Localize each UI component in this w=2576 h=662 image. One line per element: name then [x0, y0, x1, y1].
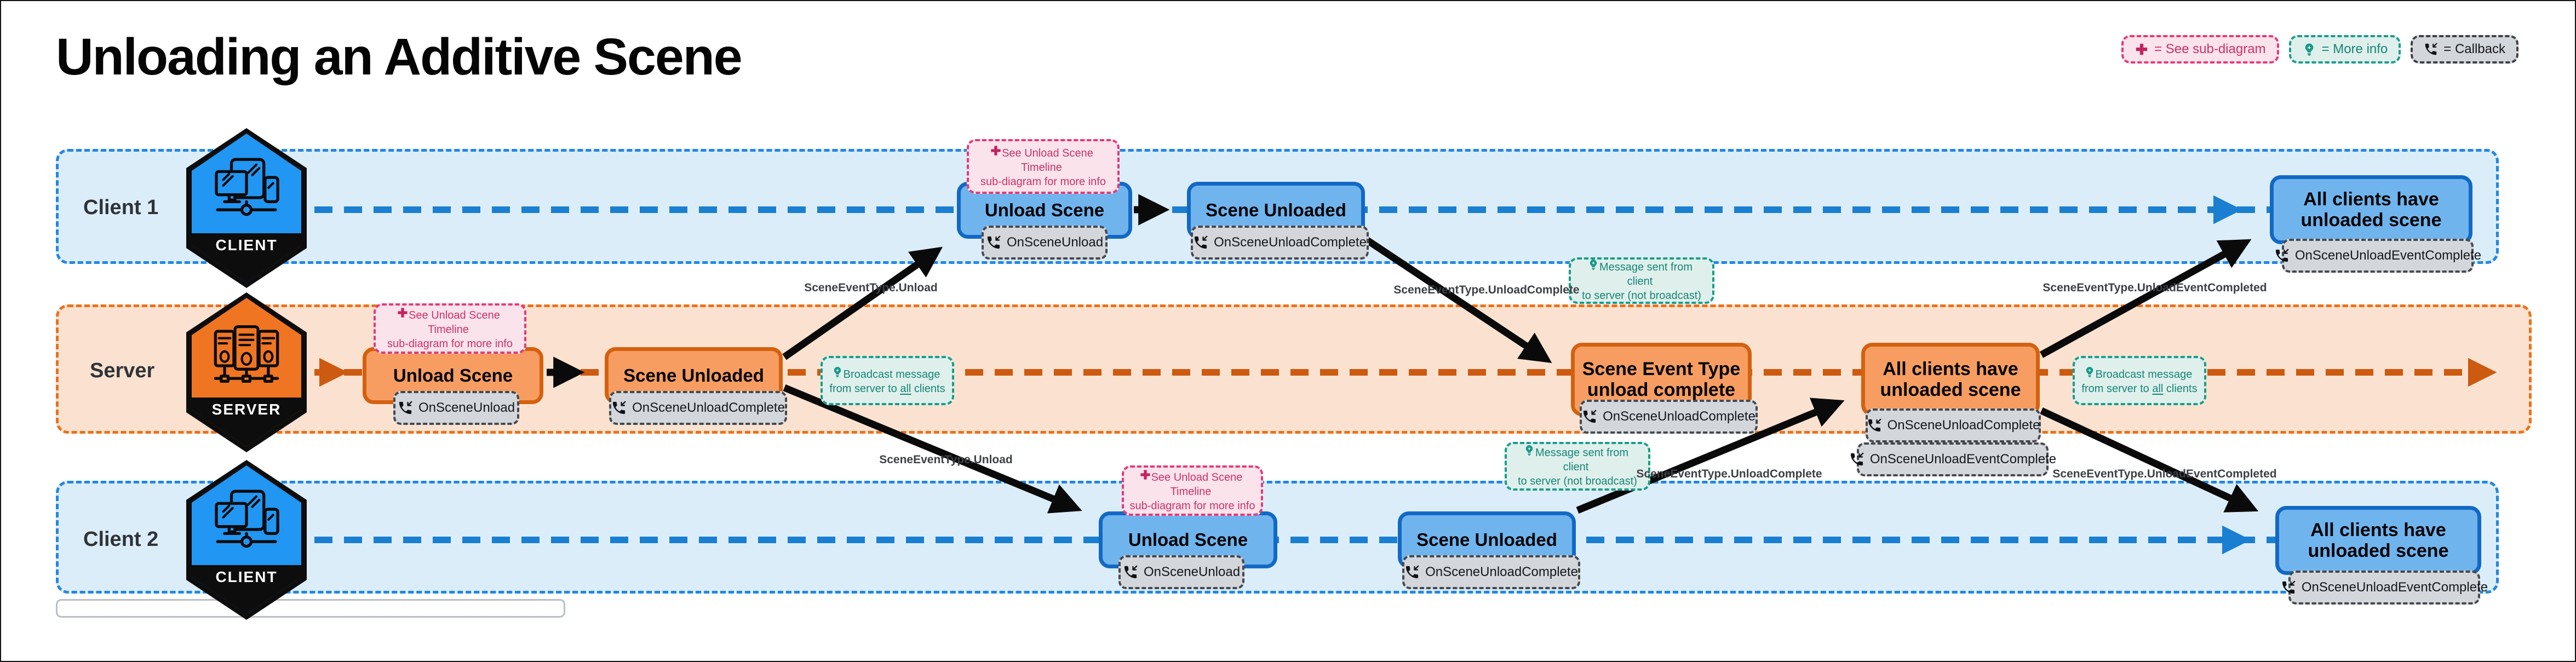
lane-label-server: Server — [90, 359, 155, 382]
plus-icon — [397, 307, 409, 319]
plus-icon — [1139, 469, 1151, 481]
badge-client2-hexagon: CLIENT — [186, 460, 307, 620]
legend-sub-diagram-label: = See sub-diagram — [2154, 42, 2266, 56]
edge-label-unload-top: SceneEventType.Unload — [804, 281, 938, 294]
bulb-icon — [1523, 444, 1535, 456]
callback-client1-onsceneunload: OnSceneUnload — [982, 226, 1108, 260]
callback-client2-onsceneunloadcomplete: OnSceneUnloadComplete — [1402, 555, 1580, 589]
callback-client2-onsceneunload: OnSceneUnload — [1118, 555, 1244, 589]
phone-callback-icon — [1123, 565, 1138, 580]
callback-client2-onsceneunloadeventcomplete: OnSceneUnloadEventComplete — [2288, 571, 2488, 605]
page-title: Unloading an Additive Scene — [56, 28, 743, 86]
phone-callback-icon — [986, 235, 1001, 250]
bulb-icon — [1587, 258, 1599, 270]
phone-callback-icon — [398, 400, 413, 416]
edge-label-unload-complete-top: SceneEventType.UnloadComplete — [1393, 284, 1580, 296]
bulb-icon — [2084, 366, 2096, 378]
phone-callback-icon — [2274, 248, 2290, 263]
edge-label-unload-complete-bottom: SceneEventType.UnloadComplete — [1636, 468, 1822, 480]
badge-client1-label: CLIENT — [215, 236, 278, 254]
callback-server-onsceneunloadcomplete: OnSceneUnloadComplete — [609, 391, 787, 425]
legend-callback: = Callback — [2411, 35, 2518, 64]
client-devices-icon — [215, 490, 279, 548]
lane-label-client1: Client 1 — [83, 196, 159, 219]
badge-server-label: SERVER — [211, 400, 282, 418]
badge-client1-hexagon: CLIENT — [186, 128, 307, 288]
arrow-server-to-client1-final — [2039, 239, 2252, 358]
arrow-client1-to-server-complete — [1364, 237, 1552, 363]
node-client2-scene-unloaded: Scene Unloaded — [1398, 511, 1576, 568]
legend-more-info: = More info — [2288, 35, 2401, 64]
callback-server-event-onsceneunloadcomplete: OnSceneUnloadComplete — [1580, 400, 1758, 434]
legend-more-info-label: = More info — [2321, 42, 2388, 56]
node-server-all-unloaded: All clients have unloaded scene — [1861, 343, 2040, 416]
phone-callback-icon — [1867, 418, 1882, 433]
arrow-server-to-client2-final — [2040, 407, 2259, 513]
server-racks-icon — [214, 325, 279, 383]
badge-client2-label: CLIENT — [215, 568, 278, 585]
node-client1-all-unloaded: All clients have unloaded scene — [2270, 175, 2472, 244]
edge-label-unload-bottom: SceneEventType.Unload — [879, 453, 1013, 466]
arrow-client2-to-server-allclients — [1576, 398, 1845, 514]
callback-client1-onsceneunloadcomplete: OnSceneUnloadComplete — [1191, 226, 1369, 260]
phone-callback-icon — [2281, 580, 2296, 595]
lane-label-client2: Client 2 — [83, 528, 159, 551]
arrow-server-to-client2-unload — [783, 384, 1082, 514]
plus-icon — [990, 145, 1002, 157]
edge-label-unload-event-completed-bottom: SceneEventType.UnloadEventCompleted — [2052, 468, 2277, 480]
edge-label-unload-event-completed-top: SceneEventType.UnloadEventCompleted — [2043, 281, 2267, 294]
callback-server-onsceneunload: OnSceneUnload — [393, 391, 519, 425]
phone-callback-icon — [611, 400, 627, 416]
client-devices-icon — [215, 158, 279, 216]
arrow-server-to-client1-unload — [782, 246, 943, 360]
partial-bottom-box — [56, 599, 565, 618]
phone-callback-icon — [1193, 235, 1208, 250]
badge-server-hexagon: SERVER — [186, 292, 307, 452]
callback-server-all-onsceneunloadcomplete: OnSceneUnloadComplete — [1866, 408, 2041, 442]
legend-callback-label: = Callback — [2443, 42, 2505, 56]
legend: = See sub-diagram = More info = Callback — [2121, 35, 2518, 64]
phone-callback-icon — [1582, 409, 1597, 424]
legend-sub-diagram: = See sub-diagram — [2121, 35, 2279, 64]
callback-server-all-onsceneunloadeventcomplete: OnSceneUnloadEventComplete — [1857, 442, 2056, 476]
bulb-icon — [831, 366, 844, 378]
phone-callback-icon — [1849, 452, 1864, 467]
phone-callback-icon — [1404, 565, 1420, 580]
callback-client1-onsceneunloadeventcomplete: OnSceneUnloadEventComplete — [2282, 239, 2481, 273]
node-client2-all-unloaded: All clients have unloaded scene — [2275, 506, 2481, 575]
